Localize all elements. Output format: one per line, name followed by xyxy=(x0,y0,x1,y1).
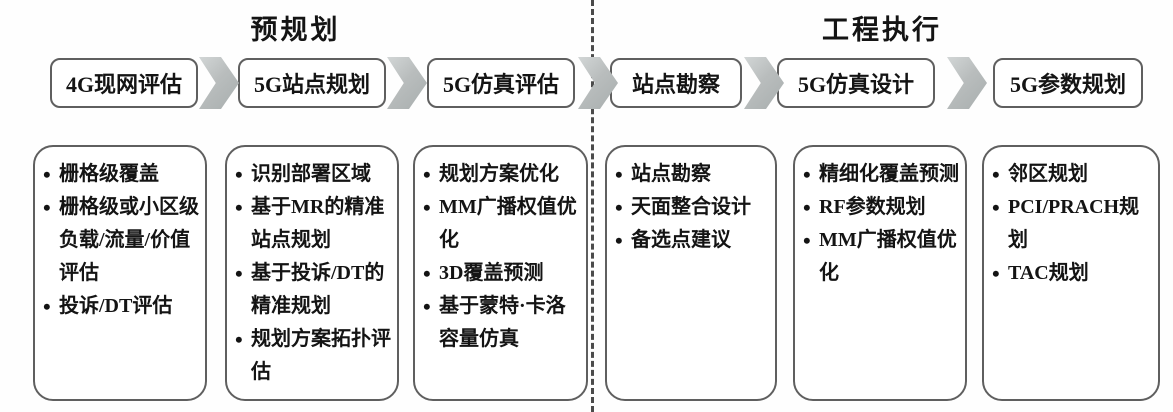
detail-list: 精细化覆盖预测 RF参数规划 MM广播权值优化 xyxy=(795,147,965,290)
list-item: 基于投诉/DT的精准规划 xyxy=(235,257,393,323)
list-item: 识别部署区域 xyxy=(235,158,393,191)
step-box-4g-network-assessment: 4G现网评估 xyxy=(50,58,198,108)
flow-arrow-icon-1 xyxy=(199,57,239,109)
detail-box-5g-site-planning: 识别部署区域 基于MR的精准站点规划 基于投诉/DT的精准规划 规划方案拓扑评估 xyxy=(225,145,399,401)
detail-box-5g-simulation-design: 精细化覆盖预测 RF参数规划 MM广播权值优化 xyxy=(793,145,967,401)
list-item: 3D覆盖预测 xyxy=(423,257,582,290)
flow-arrow-icon-2 xyxy=(387,57,427,109)
list-item: 栅格级或小区级负载/流量/价值评估 xyxy=(43,191,201,290)
detail-list: 规划方案优化 MM广播权值优化 3D覆盖预测 基于蒙特·卡洛容量仿真 xyxy=(415,147,586,356)
list-item: 基于MR的精准站点规划 xyxy=(235,191,393,257)
step-box-5g-simulation-design: 5G仿真设计 xyxy=(777,58,935,108)
step-box-5g-simulation-assessment: 5G仿真评估 xyxy=(427,58,575,108)
list-item: 精细化覆盖预测 xyxy=(803,158,961,191)
list-item: 栅格级覆盖 xyxy=(43,158,201,191)
list-item: 邻区规划 xyxy=(992,158,1154,191)
detail-box-5g-simulation-assessment: 规划方案优化 MM广播权值优化 3D覆盖预测 基于蒙特·卡洛容量仿真 xyxy=(413,145,588,401)
flow-arrow-icon-5 xyxy=(947,57,987,109)
phase-title-preplanning: 预规划 xyxy=(250,15,341,45)
detail-list: 邻区规划 PCI/PRACH规划 TAC规划 xyxy=(984,147,1158,290)
step-box-5g-parameter-planning: 5G参数规划 xyxy=(993,58,1143,108)
phase-title-execution: 工程执行 xyxy=(822,15,942,45)
detail-list: 识别部署区域 基于MR的精准站点规划 基于投诉/DT的精准规划 规划方案拓扑评估 xyxy=(227,147,397,389)
phase-divider-line xyxy=(591,0,594,412)
detail-list: 栅格级覆盖 栅格级或小区级负载/流量/价值评估 投诉/DT评估 xyxy=(35,147,205,323)
detail-box-site-survey: 站点勘察 天面整合设计 备选点建议 xyxy=(605,145,777,401)
list-item: MM广播权值优化 xyxy=(803,224,961,290)
list-item: 规划方案优化 xyxy=(423,158,582,191)
list-item: 投诉/DT评估 xyxy=(43,290,201,323)
detail-list: 站点勘察 天面整合设计 备选点建议 xyxy=(607,147,775,257)
list-item: 基于蒙特·卡洛容量仿真 xyxy=(423,290,582,356)
list-item: PCI/PRACH规划 xyxy=(992,191,1154,257)
detail-box-4g-network-assessment: 栅格级覆盖 栅格级或小区级负载/流量/价值评估 投诉/DT评估 xyxy=(33,145,207,401)
list-item: 天面整合设计 xyxy=(615,191,771,224)
list-item: MM广播权值优化 xyxy=(423,191,582,257)
list-item: 规划方案拓扑评估 xyxy=(235,323,393,389)
detail-box-5g-parameter-planning: 邻区规划 PCI/PRACH规划 TAC规划 xyxy=(982,145,1160,401)
list-item: 备选点建议 xyxy=(615,224,771,257)
step-box-5g-site-planning: 5G站点规划 xyxy=(238,58,386,108)
list-item: TAC规划 xyxy=(992,257,1154,290)
list-item: RF参数规划 xyxy=(803,191,961,224)
list-item: 站点勘察 xyxy=(615,158,771,191)
step-box-site-survey: 站点勘察 xyxy=(610,58,742,108)
